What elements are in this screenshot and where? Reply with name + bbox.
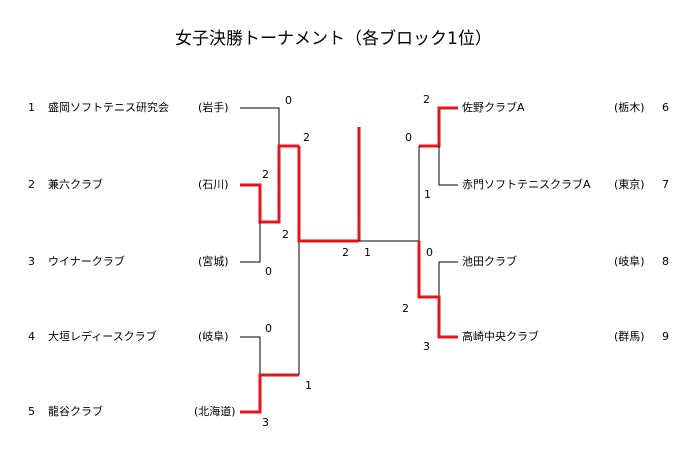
bracket-line [240,336,261,375]
team-prefecture: (東京) [614,178,645,191]
seed-number: 8 [662,255,669,268]
seed-number: 5 [28,405,35,418]
seed-number: 3 [28,255,35,268]
team-prefecture: (岩手) [198,101,229,114]
team-prefecture: (岐阜) [614,255,645,268]
team-name: 池田クラブ [462,255,517,268]
bracket-line-winner [240,373,299,414]
team-name: 盛岡ソフトテニス研究会 [48,101,169,114]
score: 2 [423,93,430,106]
team-prefecture: (群馬) [614,330,645,343]
score: 1 [364,246,371,259]
score: 2 [402,302,409,315]
team-name: ウイナークラブ [48,255,125,268]
team-prefecture: (岐阜) [198,330,229,343]
score: 0 [285,94,292,107]
team-name: 赤門ソフトテニスクラブA [462,178,591,191]
score: 1 [424,188,431,201]
bracket-line [438,146,458,186]
score: 2 [282,228,289,241]
team-name: 佐野クラブA [462,101,525,114]
score: 0 [265,322,272,335]
team-prefecture: (栃木) [614,101,645,114]
team-name: 大垣レディースクラブ [48,330,157,343]
score: 2 [303,131,310,144]
seed-number: 2 [28,178,35,191]
seed-number: 9 [662,330,669,343]
team-name: 龍谷クラブ [48,405,103,418]
team-name: 兼六クラブ [48,178,103,191]
score: 2 [262,168,269,181]
page-title: 女子決勝トーナメント（各ブロック1位） [175,29,492,49]
team-prefecture: (宮城) [198,255,229,268]
score: 0 [405,131,412,144]
bracket-line [240,107,280,146]
team-prefecture: (北海道) [194,405,236,418]
bracket-line-winner [240,144,299,224]
score: 3 [262,416,269,429]
team-name: 高崎中央クラブ [462,330,539,343]
seed-number: 6 [662,101,669,114]
seed-number: 1 [28,101,35,114]
bracket-line [240,222,261,263]
team-prefecture: (石川) [198,178,229,191]
bracket-line-winner [419,106,458,148]
bracket-line [438,261,458,297]
score: 1 [305,379,312,392]
score: 0 [426,246,433,259]
bracket-line-winner [297,146,359,243]
seed-number: 7 [662,178,669,191]
score: 2 [342,246,349,259]
score: 0 [265,265,272,278]
bracket-line-winner [417,241,458,339]
seed-number: 4 [28,330,35,343]
score: 3 [423,340,430,353]
